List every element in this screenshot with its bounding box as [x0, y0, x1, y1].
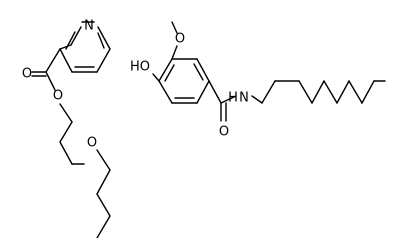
bond	[152, 73, 160, 82]
bond	[193, 63, 204, 81]
methoxy-oxygen: O	[175, 32, 185, 47]
bond	[97, 32, 105, 49]
bond	[336, 80, 350, 104]
bond	[323, 80, 338, 104]
bond	[158, 80, 173, 104]
bond	[59, 48, 73, 73]
molecule-nonyl-vanillamide: O HO N H O	[130, 21, 386, 140]
bond	[45, 71, 56, 91]
bond	[70, 26, 82, 46]
bond	[59, 103, 73, 123]
bond	[97, 26, 111, 50]
bond	[45, 48, 61, 73]
bond	[196, 80, 210, 104]
hydroxyl-group: HO	[130, 60, 150, 75]
amide-nitrogen: N	[239, 91, 249, 106]
bond	[96, 149, 111, 171]
ether-oxygen: O	[87, 136, 97, 151]
pyridine-nitrogen: N	[84, 19, 94, 34]
bond	[171, 21, 178, 34]
bond	[220, 95, 237, 104]
bond	[158, 58, 173, 82]
bond	[298, 80, 313, 104]
bond	[59, 121, 73, 143]
bond	[196, 58, 210, 82]
bond	[59, 141, 73, 165]
bond	[59, 44, 72, 50]
amide-hydrogen: H	[228, 91, 238, 106]
bond	[208, 80, 222, 104]
bond	[311, 80, 325, 104]
bond	[96, 48, 111, 73]
bond	[96, 169, 111, 195]
bond	[251, 95, 263, 104]
bond	[164, 64, 175, 82]
bond	[348, 80, 363, 104]
carbonyl-oxygen: O	[22, 67, 32, 82]
bond	[261, 80, 276, 104]
bond	[171, 45, 178, 60]
molecule-butoxyethyl-nicotinate: N O O O	[22, 19, 111, 238]
bond	[96, 215, 111, 238]
ester-oxygen: O	[53, 89, 63, 104]
bond	[65, 31, 76, 50]
bond	[361, 80, 375, 104]
bond	[96, 193, 111, 217]
carbonyl-oxygen: O	[219, 125, 229, 140]
